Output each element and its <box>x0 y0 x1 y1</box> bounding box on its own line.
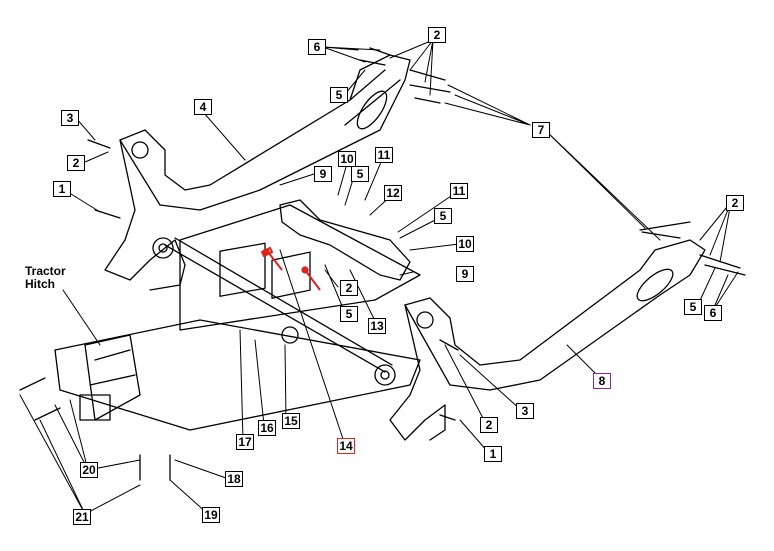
lower-plate <box>54 319 421 431</box>
callout-15[interactable]: 15 <box>282 413 300 429</box>
callout-20[interactable]: 20 <box>80 462 98 478</box>
right-pivot <box>416 311 434 329</box>
callout-6[interactable]: 6 <box>704 305 722 321</box>
callout-1[interactable]: 1 <box>484 446 502 462</box>
callout-11[interactable]: 11 <box>450 183 468 199</box>
callout-10[interactable]: 10 <box>456 236 474 252</box>
callout-21[interactable]: 21 <box>73 509 91 525</box>
frame-plate <box>179 204 421 331</box>
bolt-3-left <box>87 139 111 149</box>
right-pivot-lower <box>374 364 396 386</box>
callout-5[interactable]: 5 <box>684 299 702 315</box>
callout-3[interactable]: 3 <box>516 403 534 419</box>
callout-11[interactable]: 11 <box>375 147 393 163</box>
callout-19[interactable]: 19 <box>202 507 220 523</box>
callout-2[interactable]: 2 <box>67 155 85 171</box>
callout-5[interactable]: 5 <box>330 87 348 103</box>
tractor-hitch-label: Tractor Hitch <box>25 264 66 291</box>
callout-16[interactable]: 16 <box>258 420 276 436</box>
leader-lines <box>19 39 739 515</box>
callout-6[interactable]: 6 <box>308 39 326 55</box>
center-link <box>279 199 411 281</box>
bolts-20-21 <box>19 377 171 481</box>
callout-2[interactable]: 2 <box>726 195 744 211</box>
callout-4[interactable]: 4 <box>194 99 212 115</box>
right-arm-lower <box>389 304 446 441</box>
callout-1[interactable]: 1 <box>53 181 71 197</box>
center-bracket <box>219 242 266 297</box>
cross-shaft <box>164 237 393 373</box>
hitch-bracket <box>84 334 141 421</box>
callout-13[interactable]: 13 <box>368 318 386 334</box>
bolt-1-right <box>439 414 456 421</box>
callout-2[interactable]: 2 <box>480 417 498 433</box>
callout-17[interactable]: 17 <box>236 434 254 450</box>
left-pivot <box>131 141 149 159</box>
hitch-block <box>79 394 111 421</box>
left-arm-tube <box>344 69 401 126</box>
bolts-right <box>639 221 746 276</box>
callout-3[interactable]: 3 <box>61 110 79 126</box>
callout-12[interactable]: 12 <box>384 185 402 201</box>
callout-9[interactable]: 9 <box>456 266 474 282</box>
callout-5[interactable]: 5 <box>434 208 452 224</box>
highlight-bolt-14b <box>304 269 321 291</box>
bolt-3-right <box>439 339 459 351</box>
left-arm <box>119 54 411 211</box>
callout-18[interactable]: 18 <box>225 471 243 487</box>
callout-14[interactable]: 14 <box>337 438 355 454</box>
callout-8[interactable]: 8 <box>593 373 611 389</box>
callout-2[interactable]: 2 <box>428 27 446 43</box>
callout-7[interactable]: 7 <box>532 122 550 138</box>
flange-plate <box>271 251 311 299</box>
callout-2[interactable]: 2 <box>340 280 358 296</box>
callout-9[interactable]: 9 <box>314 166 332 182</box>
left-arm-lower <box>104 139 186 291</box>
callout-5[interactable]: 5 <box>340 306 358 322</box>
callout-10[interactable]: 10 <box>338 151 356 167</box>
left-arm-tube-end <box>356 90 388 130</box>
right-arm <box>404 239 706 391</box>
left-pivot-lower <box>152 237 174 259</box>
callout-5[interactable]: 5 <box>351 166 369 182</box>
bolts-top <box>359 47 451 104</box>
right-arm-tube-end <box>636 268 674 302</box>
